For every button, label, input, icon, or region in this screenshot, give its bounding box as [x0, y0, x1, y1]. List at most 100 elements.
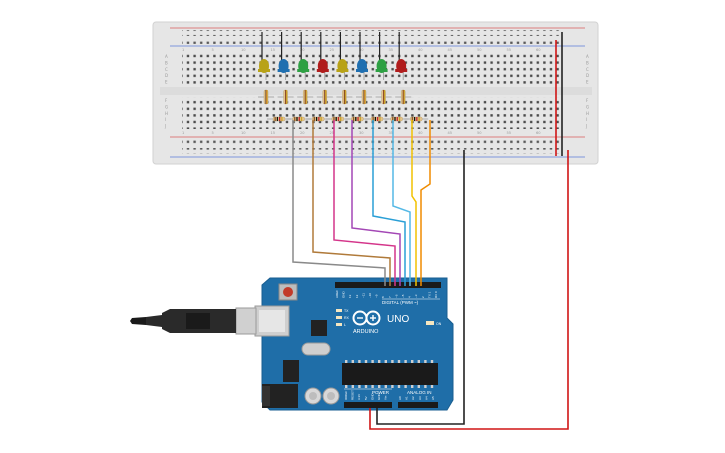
pin-label: ~9 [375, 294, 379, 298]
pin-label: 5V [364, 396, 368, 400]
pin-label: 13 [348, 294, 352, 298]
column-number: 55 [507, 131, 512, 135]
resistor [336, 89, 353, 105]
led [375, 32, 388, 80]
arduino-model: UNO [387, 314, 409, 325]
column-number: 45 [448, 131, 453, 135]
column-numbers: 1155101015152020252530303535404045455050… [182, 48, 541, 135]
pin-label: A4 [424, 396, 428, 400]
row-letter: H [165, 111, 168, 116]
terminal-strip-top [182, 53, 562, 85]
crystal [301, 342, 331, 356]
analog-label: ANALOG IN [407, 390, 432, 395]
resistor [404, 116, 429, 122]
usb-cable [130, 307, 257, 335]
column-number: 40 [418, 131, 423, 135]
digital-label: DIGITAL (PWM ~) [382, 300, 419, 305]
resistors-row-upper [258, 89, 412, 105]
pin-label: ~11 [361, 293, 365, 298]
resistor [277, 89, 294, 105]
pin-label: AREF [335, 290, 339, 298]
column-number: 60 [536, 131, 541, 135]
resistor [375, 89, 392, 105]
pin-label: A3 [418, 396, 422, 400]
column-number: 20 [300, 131, 305, 135]
top-power-rail [170, 27, 585, 47]
resistor [356, 89, 372, 105]
pin-label: ~5 [401, 294, 405, 298]
pin-label: 4 [408, 296, 412, 298]
arduino-logo-icon [352, 310, 381, 326]
power-header [344, 402, 392, 408]
signal-wire [392, 120, 411, 286]
pin-label: A1 [405, 396, 409, 400]
row-letter: J [164, 124, 166, 129]
tx-led [336, 309, 342, 312]
pin-label: ~10 [368, 293, 372, 298]
column-number: 30 [359, 48, 364, 52]
pin-label: IOREF [344, 391, 348, 400]
signal-wire [292, 120, 386, 286]
column-number: 10 [241, 48, 246, 52]
column-number: 35 [389, 131, 394, 135]
led [258, 32, 270, 80]
rx-label: RX [344, 316, 350, 320]
row-letter: E [165, 80, 168, 85]
pin-label: RX 0 [434, 291, 438, 298]
row-letter: J [585, 124, 587, 129]
arduino-brand: ARDUINO [353, 329, 379, 335]
column-number: 50 [477, 48, 482, 52]
pin-label: A0 [398, 396, 402, 400]
column-number: 10 [241, 131, 246, 135]
row-letter: G [586, 104, 589, 109]
row-letter: I [586, 117, 587, 122]
digital-header [335, 282, 441, 288]
power-wire [369, 150, 569, 430]
column-number: 25 [330, 131, 335, 135]
signal-wire [420, 120, 431, 286]
row-letter: A [165, 54, 168, 59]
center-channel [160, 87, 592, 95]
row-letter: F [586, 98, 589, 103]
column-number: 55 [507, 48, 512, 52]
column-number: 15 [271, 48, 276, 52]
row-letter: A [586, 54, 589, 59]
pin-label: GND [342, 291, 346, 299]
row-letter: B [165, 60, 168, 65]
pin-label: ~6 [394, 294, 398, 298]
pin-label: 2 [421, 296, 425, 298]
row-letter: C [165, 67, 168, 72]
led [277, 32, 290, 80]
column-number: 5 [212, 48, 214, 52]
column-number: 60 [536, 48, 541, 52]
on-led [426, 321, 434, 325]
pin-label: RESET [351, 390, 355, 400]
row-letter: B [586, 60, 589, 65]
pin-label: 3.3V [357, 394, 361, 400]
atmega-chip [342, 363, 438, 385]
ground-wire [376, 150, 465, 425]
terminal-strip-bottom [182, 97, 562, 129]
signal-wire [351, 120, 401, 286]
pin-label: Vin [384, 395, 388, 400]
power-label: POWER [372, 390, 390, 395]
voltage-regulator [283, 360, 299, 382]
tx-label: TX [344, 309, 349, 313]
signal-wires [292, 120, 431, 286]
l-label: L [344, 323, 346, 327]
bottom-power-rail [170, 136, 585, 158]
led [336, 32, 349, 80]
led [395, 32, 408, 80]
pin-label: ~3 [414, 294, 418, 298]
l-led [336, 323, 342, 326]
signal-wire [312, 120, 391, 286]
column-number: 1 [182, 48, 184, 52]
column-number: 25 [330, 48, 335, 52]
pin-label: 7 [388, 296, 392, 298]
